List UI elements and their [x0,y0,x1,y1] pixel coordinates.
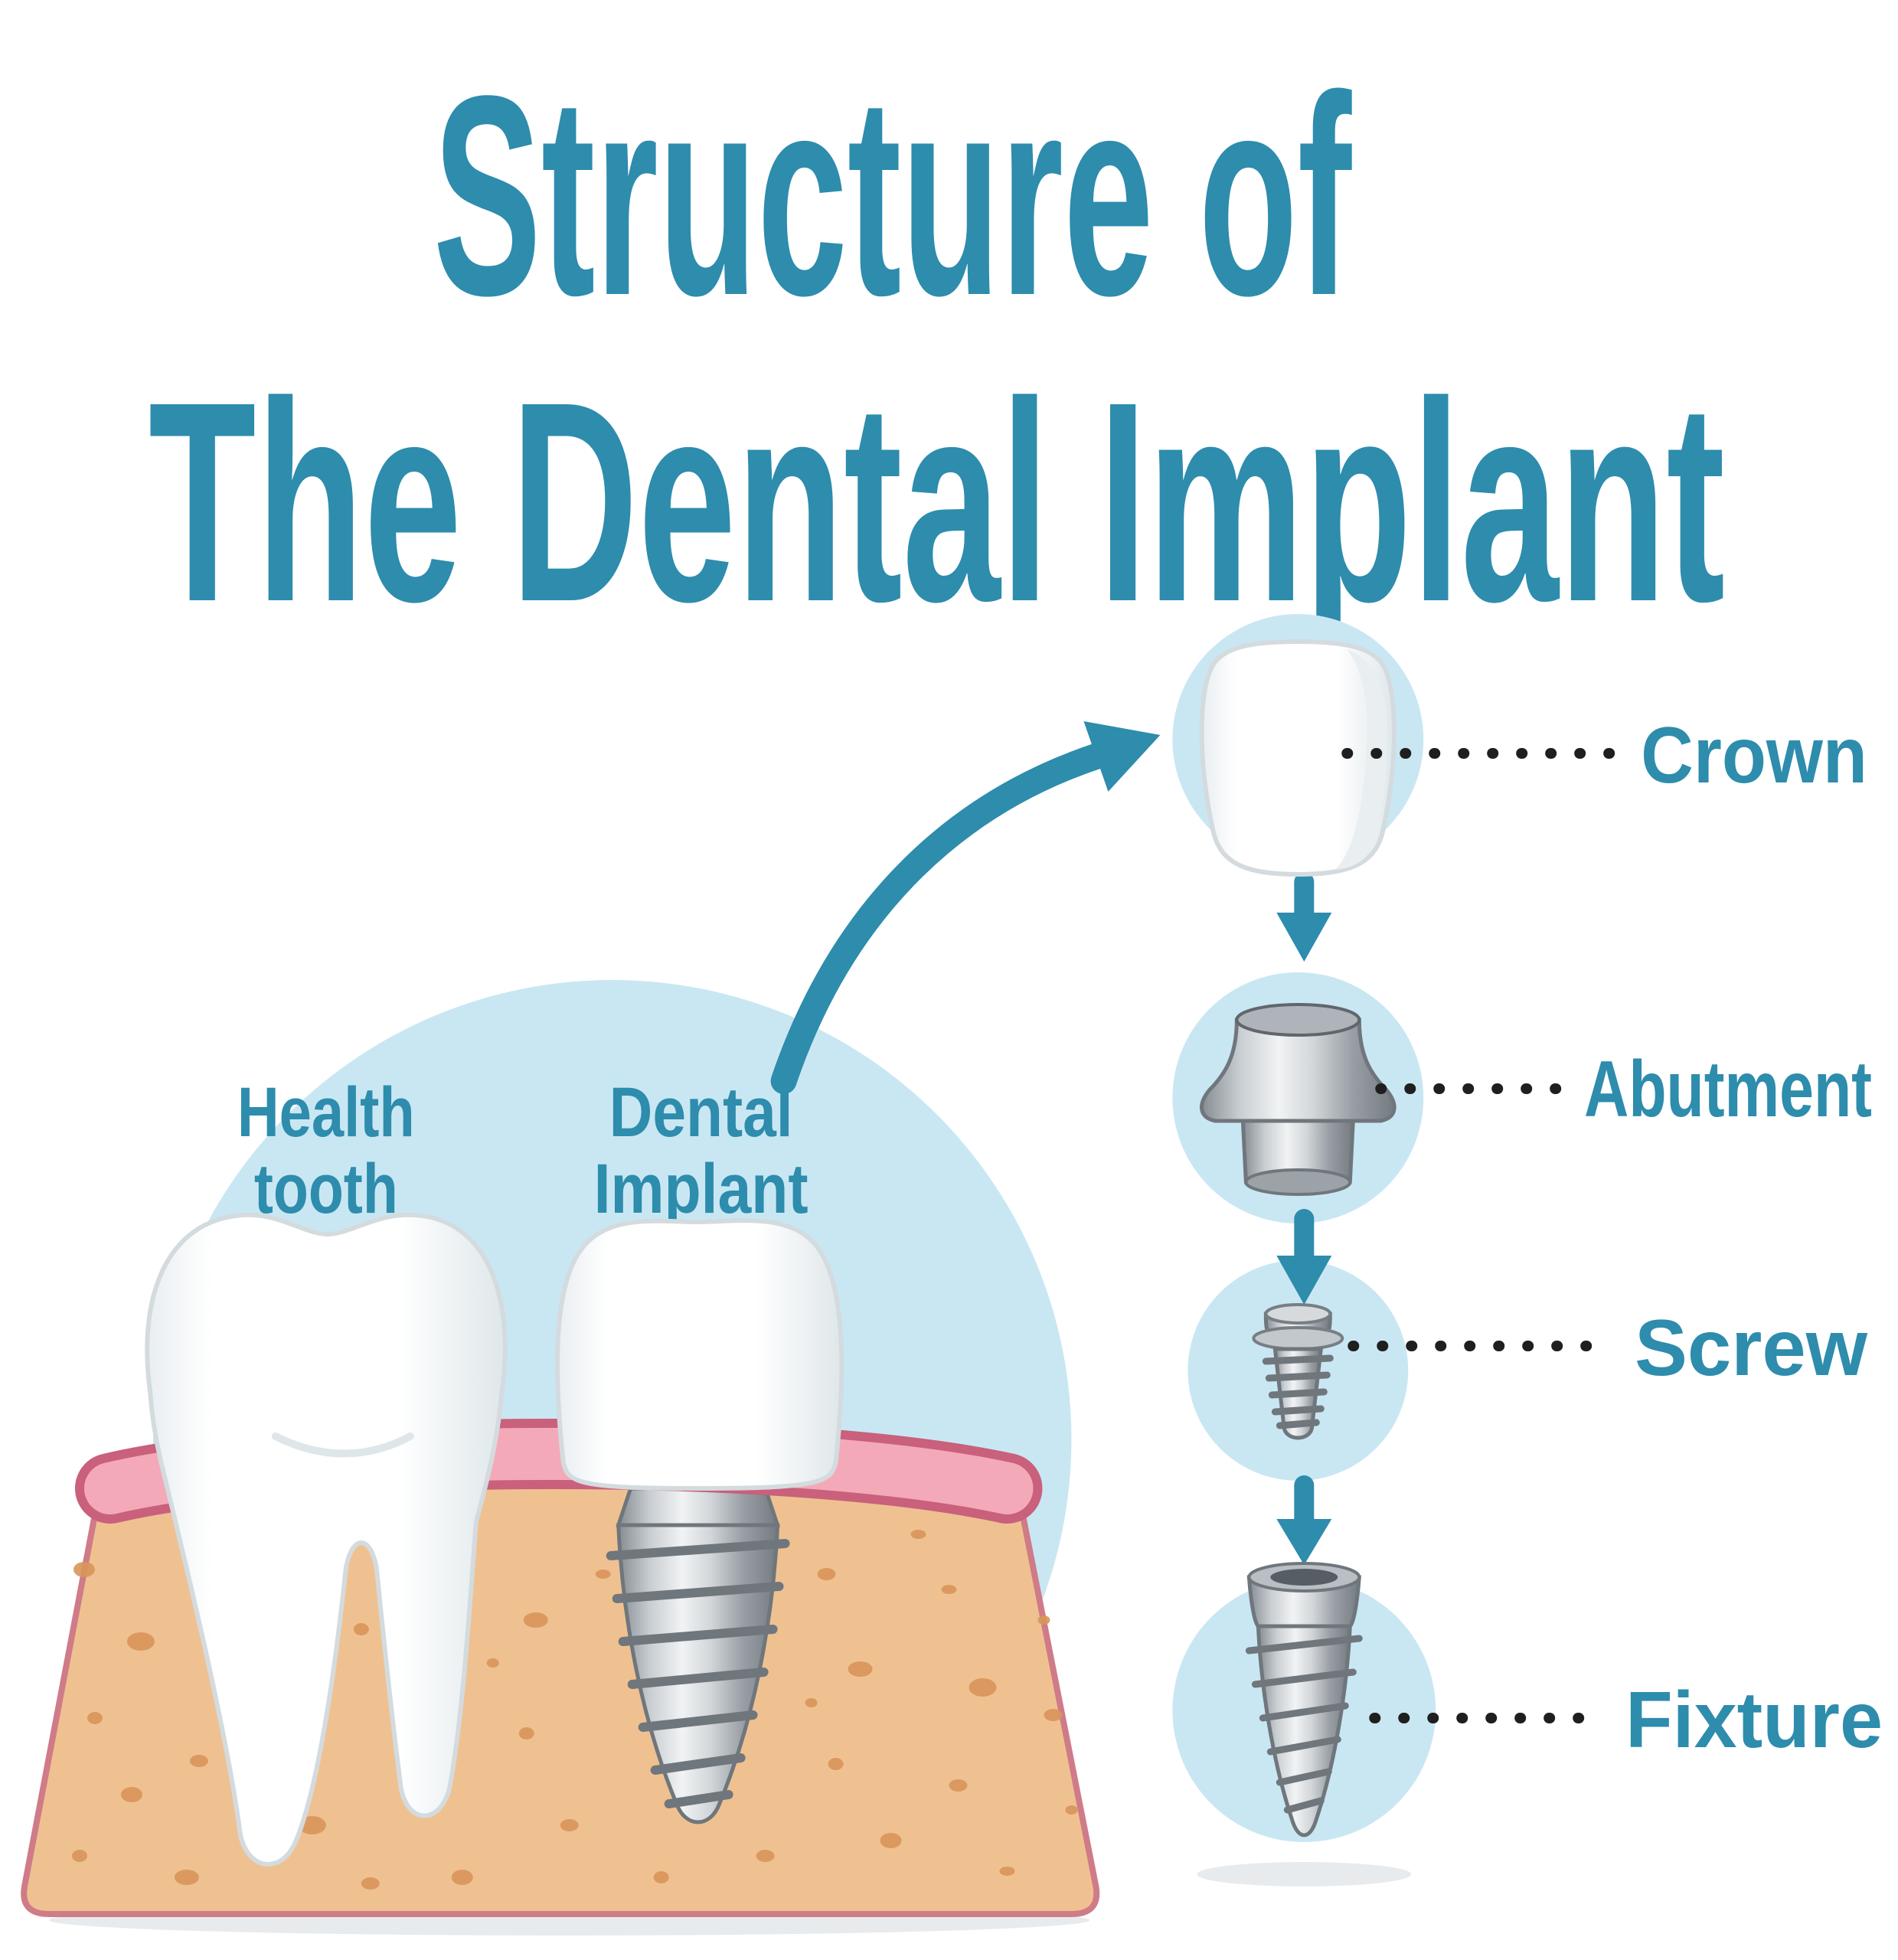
part-label-screw: Screw [1635,1304,1868,1393]
fixture-threads [1245,1635,1363,1814]
implant-label-line1: Dental [609,1073,793,1152]
implant-label-line2: Implant [594,1150,809,1228]
down-arrow-icon-3 [1276,1475,1332,1565]
exploded-view: Crown Abutment Screw Fixture [1172,614,1883,1886]
crown-shading [1334,649,1387,870]
part-label-crown: Crown [1641,711,1867,800]
implant-in-bone [606,1486,790,1824]
abutment-illustration [1200,1003,1397,1196]
fixture-illustration [1245,1562,1363,1838]
crown-illustration [1199,639,1397,877]
title-line-2: The Dental Implant [149,342,1725,662]
implant-screw-threads [606,1539,790,1808]
healthy-tooth-label-line2: tooth [254,1150,398,1228]
bone-speckles [71,1530,1078,1890]
title: Structure of The Dental Implant [149,36,1725,662]
implant-label: Dental Implant [594,1073,809,1228]
healthy-tooth-label-line1: Health [237,1073,415,1152]
screw-threads [1262,1354,1334,1429]
healthy-tooth-detail [271,1432,414,1458]
implant-crown-shape [555,1218,844,1491]
gum-scene: Health tooth Dental Implant [21,980,1100,1936]
healthy-tooth-label: Health tooth [237,1073,415,1228]
down-arrow-icon-2 [1276,1209,1332,1305]
part-label-fixture: Fixture [1625,1676,1883,1765]
part-label-abutment: Abutment [1584,1045,1872,1134]
healthy-tooth [145,1212,508,1867]
screw-illustration [1252,1303,1344,1440]
title-line-1: Structure of [433,36,1354,354]
healthy-tooth-shape [145,1212,508,1867]
down-arrow-icon-1 [1276,872,1332,962]
curved-arrow-icon [770,721,1161,1094]
fixture-shadow [1197,1862,1412,1886]
